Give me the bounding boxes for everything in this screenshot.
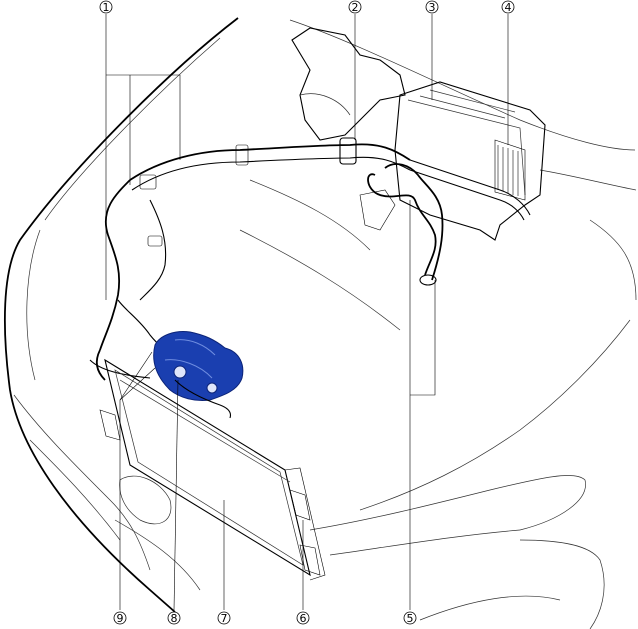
svg-text:7: 7 (221, 612, 228, 625)
heater-unit (291, 27, 546, 241)
svg-text:9: 9 (117, 612, 124, 625)
refrigerant-pipes (89, 137, 531, 381)
svg-text:8: 8 (171, 612, 178, 625)
callout-1: 1 (99, 0, 113, 14)
callout-5: 5 (403, 611, 417, 625)
callout-6: 6 (296, 611, 310, 625)
ac-compressor (153, 331, 244, 419)
callout-9: 9 (113, 611, 127, 625)
callout-8: 8 (167, 611, 181, 625)
svg-text:6: 6 (300, 612, 307, 625)
svg-text:3: 3 (429, 1, 436, 14)
vehicle-body-outline (3, 17, 637, 629)
callout-4: 4 (501, 0, 515, 14)
callout-2: 2 (348, 0, 362, 14)
svg-text:4: 4 (505, 1, 512, 14)
svg-text:1: 1 (103, 1, 110, 14)
svg-text:2: 2 (352, 1, 359, 14)
callout-3: 3 (425, 0, 439, 14)
callout-leaders (105, 14, 509, 611)
svg-text:5: 5 (407, 612, 414, 625)
callout-7: 7 (217, 611, 231, 625)
